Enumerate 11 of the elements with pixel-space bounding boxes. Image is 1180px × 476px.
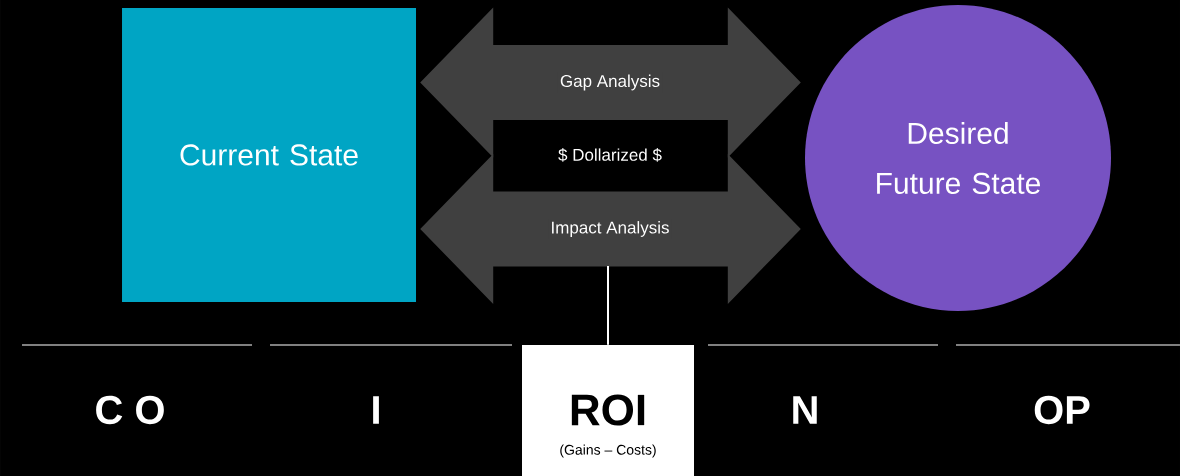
stage-letter: N bbox=[793, 396, 817, 424]
roi-box: ROI (Gains – Costs) bbox=[522, 345, 694, 476]
double-arrow bbox=[420, 7, 801, 158]
edge-label: Impact Analysis bbox=[548, 219, 672, 239]
stage-letter: I bbox=[373, 396, 379, 424]
stage-letter: C O bbox=[96, 395, 164, 425]
double-arrow bbox=[420, 154, 801, 304]
stage-letter: OP bbox=[1034, 395, 1090, 425]
connector-line bbox=[607, 265, 609, 346]
text-box: $ Dollarized $ bbox=[555, 145, 665, 165]
state-box: Current State bbox=[122, 8, 416, 302]
